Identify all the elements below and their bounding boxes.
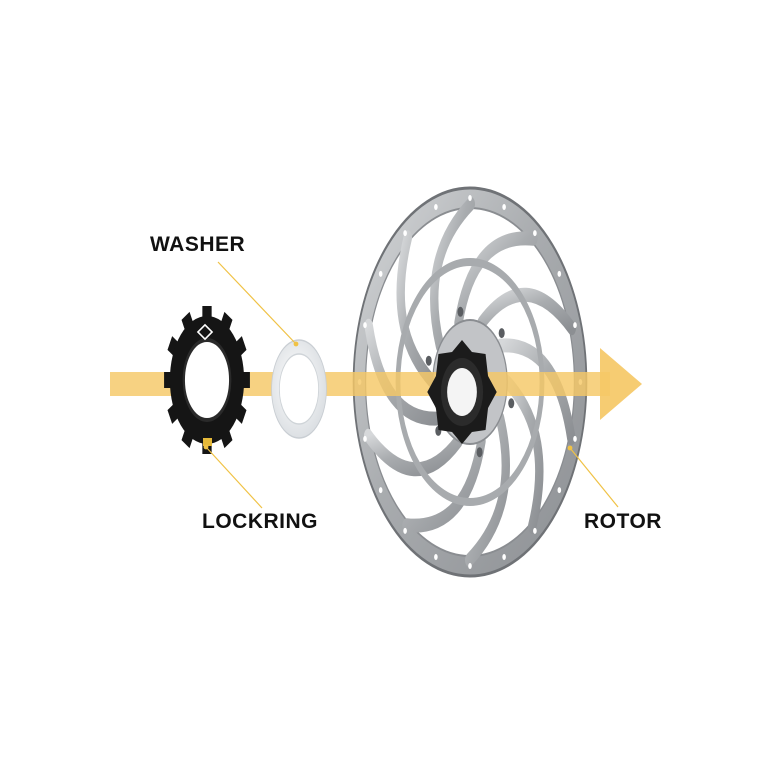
- rotor-vent-hole: [403, 527, 407, 534]
- rotor-vent-hole: [557, 270, 562, 277]
- washer-leader: [217, 261, 297, 345]
- rotor-vent-hole: [468, 195, 472, 201]
- lockring-marker: [203, 438, 212, 446]
- rotor-rivet: [425, 355, 432, 366]
- rotor-label: ROTOR: [584, 510, 662, 533]
- rotor-vent-hole: [502, 204, 506, 211]
- rotor-rivet: [476, 447, 483, 458]
- rotor-vent-hole: [434, 204, 438, 211]
- washer: [271, 339, 327, 439]
- rotor-rivet: [457, 306, 464, 317]
- rotor-vent-hole: [502, 553, 506, 560]
- rotor-rivet: [508, 398, 515, 409]
- rotor-leader-dot: [567, 445, 573, 451]
- rotor-vent-hole: [403, 230, 407, 237]
- rotor-vent-hole: [533, 527, 537, 534]
- washer-leader-dot: [293, 341, 299, 347]
- rotor-spoke: [464, 411, 510, 567]
- rotor-vent-hole: [533, 230, 537, 237]
- rotor-spoke: [454, 231, 538, 331]
- washer-label: WASHER: [150, 233, 246, 256]
- rotor-spoke: [495, 338, 576, 446]
- rotor-spoke: [477, 287, 577, 336]
- diamond-logo-icon: [196, 323, 214, 341]
- lockring-label: LOCKRING: [202, 510, 318, 533]
- rotor-rivet: [498, 328, 505, 339]
- lockring: [164, 306, 250, 454]
- rotor-spoke: [430, 197, 476, 353]
- rotor-vent-hole: [363, 322, 367, 329]
- rotor-vent-hole: [434, 553, 438, 560]
- rotor-spoke: [402, 433, 486, 533]
- rotor-vent-hole: [573, 322, 577, 329]
- rotor-vent-hole: [378, 270, 383, 277]
- rotor-vent-hole: [378, 487, 383, 494]
- rotor-vent-hole: [468, 563, 472, 569]
- rotor-vent-hole: [363, 435, 367, 442]
- rotor-spoke: [364, 318, 445, 426]
- rotor-vent-hole: [557, 487, 562, 494]
- rotor-vent-hole: [573, 435, 577, 442]
- rotor-spoke: [396, 230, 437, 389]
- rotor-leader: [569, 447, 619, 508]
- rotor-spoke: [363, 428, 463, 477]
- leader-lines: [203, 261, 619, 509]
- lockring-leader: [205, 446, 263, 509]
- rotor-hub: [427, 340, 497, 444]
- lockring-leader-dot: [203, 444, 209, 450]
- lockring-tooth: [202, 306, 212, 322]
